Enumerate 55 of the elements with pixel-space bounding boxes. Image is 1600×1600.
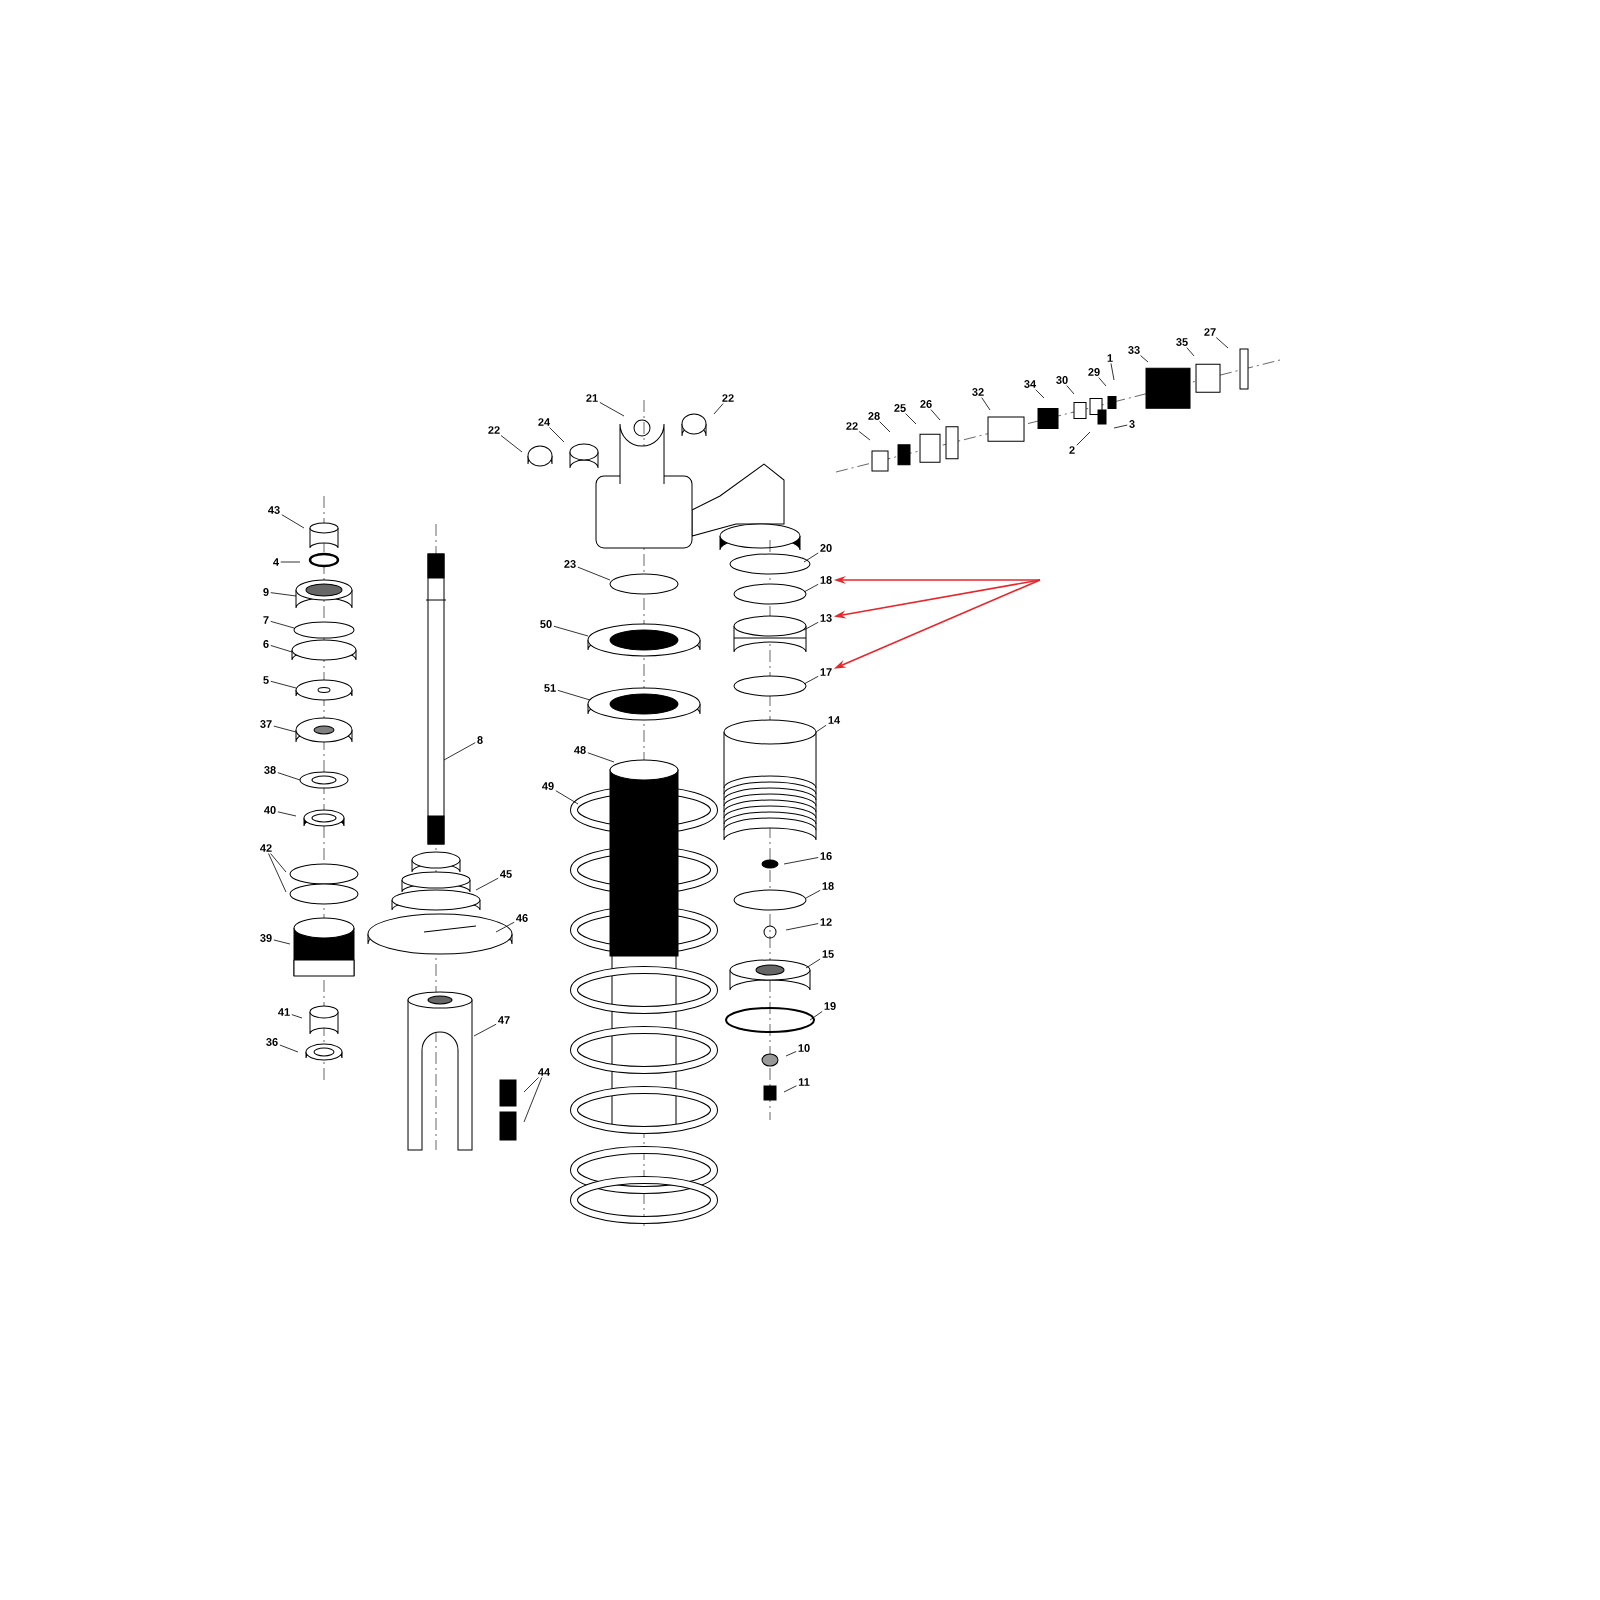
leader-line — [500, 435, 523, 453]
leader-line — [523, 1077, 543, 1123]
leader-line — [268, 853, 287, 893]
leader-line — [273, 939, 291, 945]
leader-line — [277, 772, 301, 781]
leader-line — [785, 923, 819, 931]
leader-line — [523, 1077, 539, 1093]
leader-line — [577, 566, 611, 581]
leader-line — [557, 689, 591, 701]
leader-line — [270, 680, 297, 689]
leader-line — [443, 742, 476, 761]
leader-line — [981, 397, 991, 411]
leader-line — [270, 592, 297, 597]
leader-line — [475, 877, 499, 891]
leader-line — [783, 1085, 797, 1093]
leader-line — [473, 1023, 497, 1037]
leader-line — [281, 514, 305, 529]
leader-line — [1140, 355, 1149, 363]
leader-line — [805, 889, 821, 899]
leader-line — [858, 431, 871, 441]
leader-line — [803, 552, 819, 563]
leader-line — [783, 857, 819, 865]
leader-line — [277, 811, 297, 817]
leader-line — [713, 403, 724, 415]
leader-line — [553, 625, 589, 637]
leader-line — [495, 921, 515, 933]
leader-line — [1186, 347, 1195, 357]
leader-line — [879, 421, 891, 433]
leader-line — [599, 402, 625, 417]
leader-line — [1035, 389, 1045, 399]
leader-line — [1215, 337, 1229, 349]
leader-line — [549, 427, 565, 443]
leader-line — [270, 853, 287, 873]
leader-line — [1113, 424, 1128, 429]
leader-line — [803, 621, 819, 631]
leader-line — [785, 1051, 797, 1057]
leader-line — [1098, 377, 1107, 387]
leader-line — [803, 583, 819, 593]
leader-line — [1066, 385, 1075, 395]
leader-line — [815, 724, 827, 733]
leader-line — [587, 752, 615, 763]
leader-line — [930, 409, 941, 421]
leader-line — [291, 1014, 303, 1019]
leader-line — [905, 413, 917, 425]
leader-line — [270, 620, 295, 629]
leader-line — [805, 958, 821, 969]
leader-line — [270, 645, 293, 653]
leader-line — [809, 1011, 823, 1021]
leader-line — [555, 790, 579, 805]
leader-line — [1076, 431, 1091, 446]
leader-line — [803, 675, 819, 685]
leader-line — [1110, 363, 1115, 381]
leader-line — [280, 561, 301, 563]
leader-line — [273, 725, 297, 733]
leader-line — [279, 1044, 299, 1053]
